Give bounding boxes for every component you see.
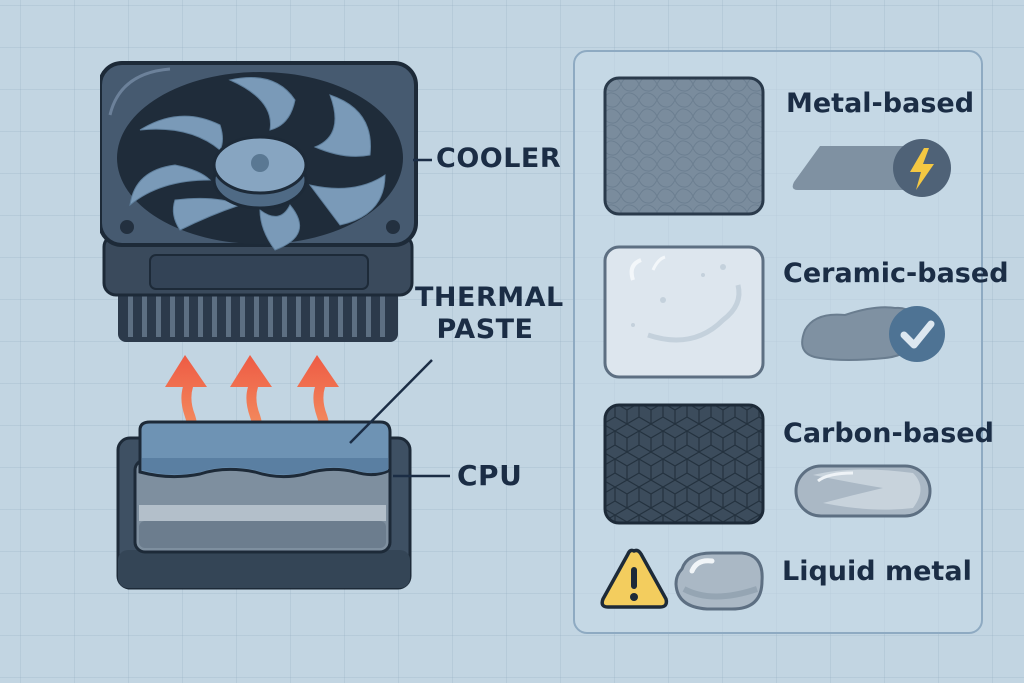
thermal-paste-label-line2: PASTE: [436, 314, 534, 345]
cpu-label: CPU: [457, 459, 523, 492]
ceramic-based-label: Ceramic-based: [783, 258, 1009, 289]
checkmark-icon: [900, 320, 935, 349]
ceramic-swatch: [603, 245, 765, 379]
liquid-droplet-icon: [672, 549, 767, 613]
cpu-assembly: [115, 420, 415, 595]
warning-icon: [598, 547, 670, 613]
pill-blob-icon: [794, 464, 932, 518]
metal-icon: [790, 138, 955, 200]
lightning-bolt-icon: [910, 148, 934, 190]
cooler-label: COOLER: [436, 143, 562, 174]
ceramic-icon: [795, 300, 950, 365]
liquid-metal-label: Liquid metal: [782, 556, 972, 587]
cooler-fan-icon: [100, 61, 418, 342]
cooler-assembly: [100, 55, 420, 355]
metal-swatch: [603, 76, 765, 216]
carbon-swatch: [603, 403, 765, 525]
thermal-paste-label-line1: THERMAL: [415, 282, 564, 313]
cpu-chip-icon: [116, 420, 412, 590]
carbon-based-label: Carbon-based: [783, 418, 994, 449]
carbon-icon: [793, 463, 933, 521]
thermal-paste-label: THERMAL PASTE: [415, 282, 564, 346]
metal-based-label: Metal-based: [786, 88, 975, 119]
leader-lines: [349, 158, 450, 478]
